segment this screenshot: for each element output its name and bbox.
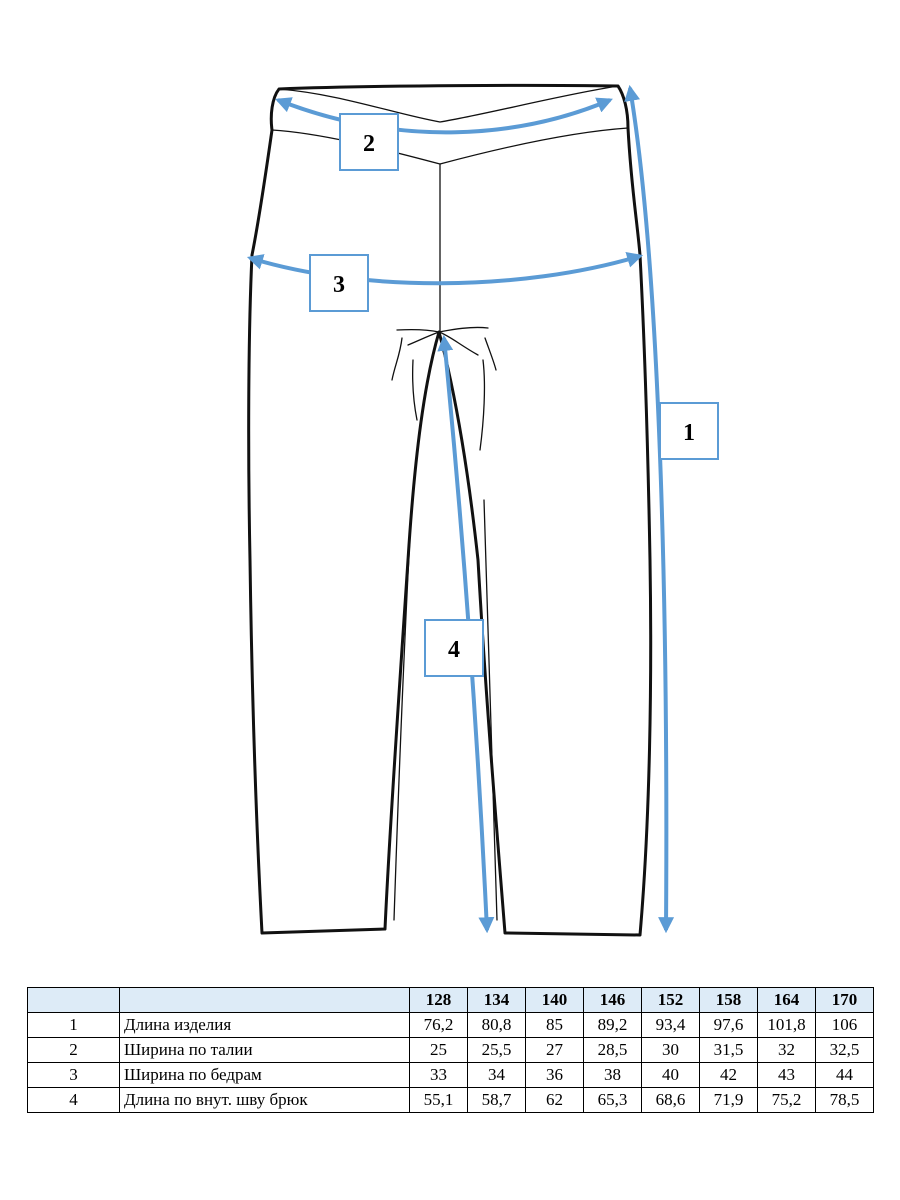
measurement-value: 62 <box>525 1087 584 1113</box>
measurement-value: 42 <box>699 1062 758 1088</box>
label-1: 1 <box>683 420 695 446</box>
measurement-value: 40 <box>641 1062 700 1088</box>
size-header: 140 <box>525 987 584 1013</box>
measurement-value: 78,5 <box>815 1087 874 1113</box>
label-4: 4 <box>448 637 460 663</box>
measurement-value: 31,5 <box>699 1037 758 1063</box>
measurement-value: 71,9 <box>699 1087 758 1113</box>
measurement-value: 75,2 <box>757 1087 816 1113</box>
measurement-value: 32,5 <box>815 1037 874 1063</box>
measurement-value: 38 <box>583 1062 642 1088</box>
measurement-value: 58,7 <box>467 1087 526 1113</box>
measurement-value: 28,5 <box>583 1037 642 1063</box>
table-row: 3 Ширина по бедрам 33 34 36 38 40 42 43 … <box>27 1062 874 1088</box>
measurement-value: 44 <box>815 1062 874 1088</box>
measurement-name: Ширина по талии <box>119 1037 410 1063</box>
measurement-value: 80,8 <box>467 1012 526 1038</box>
measurement-value: 33 <box>409 1062 468 1088</box>
measurement-name: Длина по внут. шву брюк <box>119 1087 410 1113</box>
measurement-name: Ширина по бедрам <box>119 1062 410 1088</box>
size-table: 128 134 140 146 152 158 164 170 1 Длина … <box>27 987 874 1113</box>
measurement-value: 106 <box>815 1012 874 1038</box>
measurement-value: 25,5 <box>467 1037 526 1063</box>
hip-arrow <box>246 252 644 286</box>
label-box-1: 1 <box>659 402 719 460</box>
table-row: 1 Длина изделия 76,2 80,8 85 89,2 93,4 9… <box>27 1012 874 1038</box>
size-header: 152 <box>641 987 700 1013</box>
size-header: 128 <box>409 987 468 1013</box>
label-box-2: 2 <box>339 113 399 171</box>
size-header: 170 <box>815 987 874 1013</box>
waist-arrow <box>275 97 613 135</box>
size-header: 164 <box>757 987 816 1013</box>
size-header: 158 <box>699 987 758 1013</box>
size-header: 146 <box>583 987 642 1013</box>
measurement-value: 89,2 <box>583 1012 642 1038</box>
label-3: 3 <box>333 272 345 298</box>
inseam-arrow <box>437 334 495 934</box>
measurement-value: 55,1 <box>409 1087 468 1113</box>
measurement-value: 34 <box>467 1062 526 1088</box>
size-header: 134 <box>467 987 526 1013</box>
measurement-value: 27 <box>525 1037 584 1063</box>
header-cell-blank <box>27 987 120 1013</box>
measurement-value: 30 <box>641 1037 700 1063</box>
label-box-4: 4 <box>424 619 484 677</box>
measurement-value: 101,8 <box>757 1012 816 1038</box>
pants-measurement-diagram: 1 2 3 4 <box>246 83 719 937</box>
row-number: 1 <box>27 1012 120 1038</box>
label-box-3: 3 <box>309 254 369 312</box>
row-number: 2 <box>27 1037 120 1063</box>
row-number: 4 <box>27 1087 120 1113</box>
measurement-name: Длина изделия <box>119 1012 410 1038</box>
measurement-value: 93,4 <box>641 1012 700 1038</box>
table-header-row: 128 134 140 146 152 158 164 170 <box>27 987 874 1013</box>
table-row: 4 Длина по внут. шву брюк 55,1 58,7 62 6… <box>27 1087 874 1113</box>
measurement-value: 36 <box>525 1062 584 1088</box>
header-cell-blank <box>119 987 410 1013</box>
row-number: 3 <box>27 1062 120 1088</box>
measurement-value: 25 <box>409 1037 468 1063</box>
pants-outline <box>247 83 653 937</box>
measurement-value: 85 <box>525 1012 584 1038</box>
table-row: 2 Ширина по талии 25 25,5 27 28,5 30 31,… <box>27 1037 874 1063</box>
measurement-value: 43 <box>757 1062 816 1088</box>
measurement-value: 76,2 <box>409 1012 468 1038</box>
measurement-value: 68,6 <box>641 1087 700 1113</box>
measurement-value: 32 <box>757 1037 816 1063</box>
measurement-value: 65,3 <box>583 1087 642 1113</box>
label-2: 2 <box>363 131 375 157</box>
total-length-arrow <box>624 84 675 934</box>
measurement-value: 97,6 <box>699 1012 758 1038</box>
